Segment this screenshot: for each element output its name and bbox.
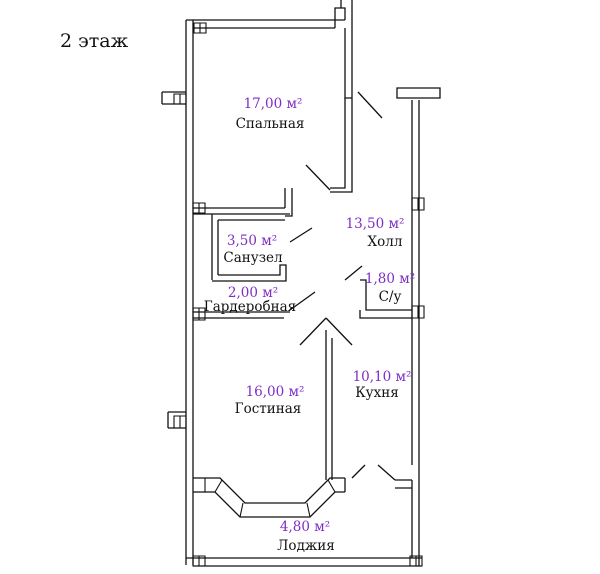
floor-label: 2 этаж — [60, 30, 129, 52]
wardrobe-name: Гардеробная — [204, 299, 296, 315]
room-labels: 17,00 м² Спальная 13,50 м² Холл 3,50 м² … — [204, 96, 415, 554]
wall-junction-markers — [173, 22, 425, 567]
doors — [289, 91, 396, 481]
hall-name: Холл — [368, 234, 403, 250]
bathroom-area: 3,50 м² — [227, 233, 277, 249]
loggia-area: 4,80 м² — [280, 519, 330, 535]
living-name: Гостиная — [235, 401, 302, 417]
wardrobe-area: 2,00 м² — [228, 285, 278, 301]
wc-name: С/у — [379, 289, 402, 305]
kitchen-name: Кухня — [355, 385, 399, 401]
bedroom-area: 17,00 м² — [244, 96, 303, 112]
bedroom-name: Спальная — [236, 116, 305, 132]
exterior-walls — [161, 0, 441, 567]
bathroom-name: Санузел — [223, 250, 283, 266]
wc-area: 1,80 м² — [365, 271, 415, 287]
interior-walls — [193, 188, 412, 518]
loggia-name: Лоджия — [277, 538, 335, 554]
hall-area: 13,50 м² — [346, 216, 405, 232]
living-area: 16,00 м² — [246, 384, 305, 400]
kitchen-area: 10,10 м² — [353, 369, 412, 385]
